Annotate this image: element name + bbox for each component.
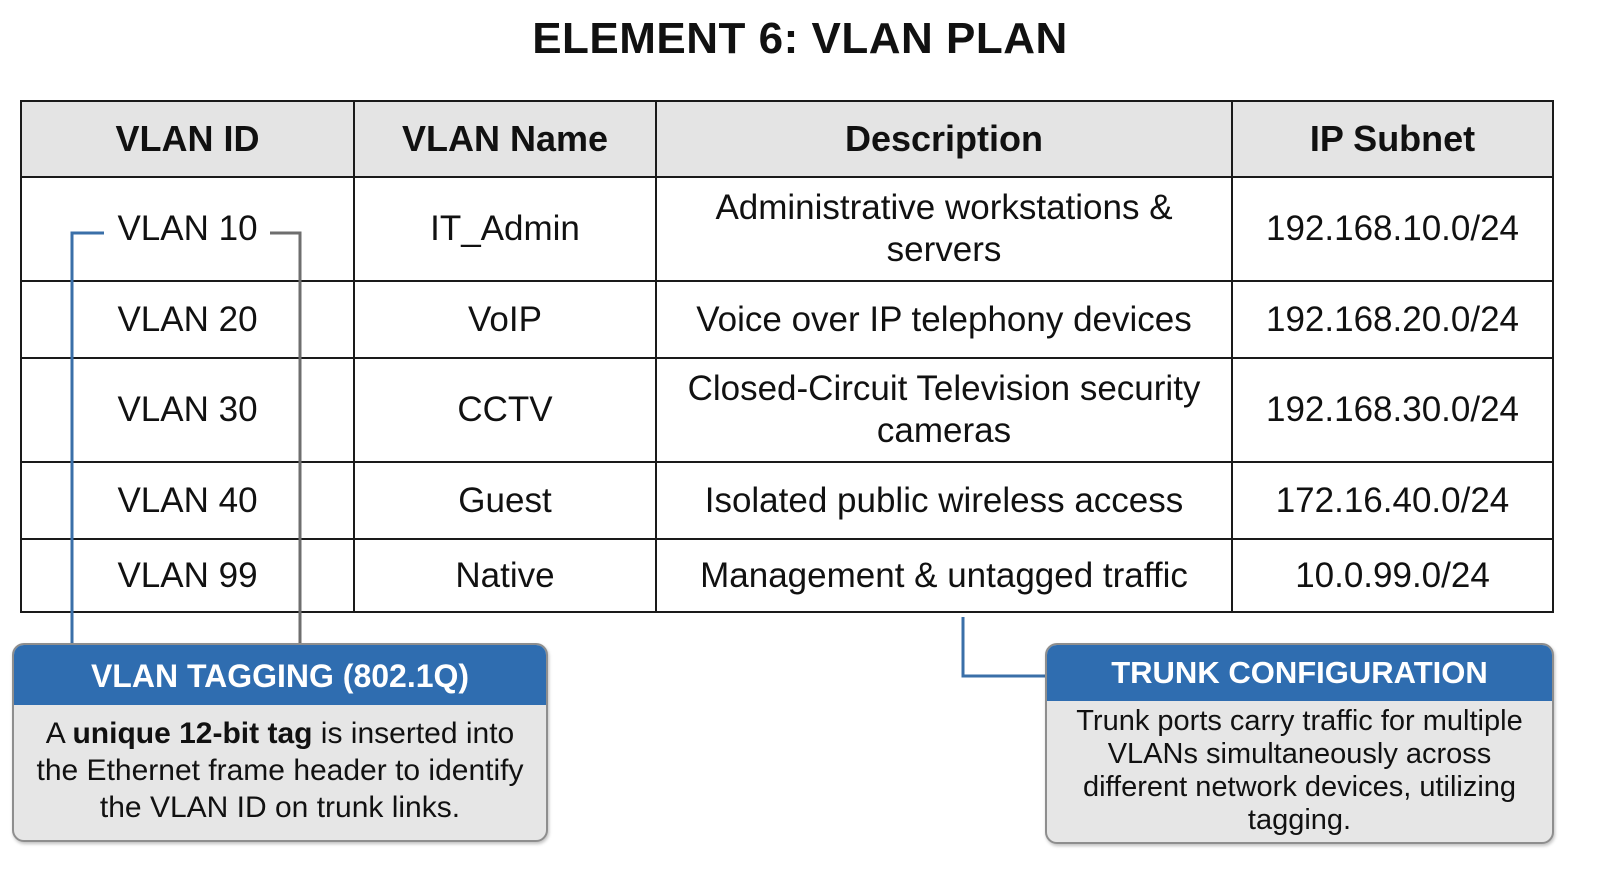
description-cell: Closed-Circuit Television security camer… <box>655 357 1233 463</box>
tagging-body-prefix: A <box>45 717 73 750</box>
ip-subnet-cell: 10.0.99.0/24 <box>1231 538 1554 613</box>
table-header-row: VLAN ID VLAN Name Description IP Subnet <box>20 100 1554 178</box>
vlan-plan-table: VLAN ID VLAN Name Description IP Subnet … <box>20 100 1554 613</box>
vlan-name-cell: VoIP <box>353 280 657 359</box>
ip-subnet-cell: 172.16.40.0/24 <box>1231 461 1554 540</box>
vlan-name-cell: CCTV <box>353 357 657 463</box>
vlan-name-cell: Native <box>353 538 657 613</box>
vlan-id-cell: VLAN 99 <box>20 538 355 613</box>
vlan-name-cell: IT_Admin <box>353 176 657 282</box>
description-cell: Management & untagged traffic <box>655 538 1233 613</box>
description-cell: Isolated public wireless access <box>655 461 1233 540</box>
ip-subnet-cell: 192.168.30.0/24 <box>1231 357 1554 463</box>
description-cell: Voice over IP telephony devices <box>655 280 1233 359</box>
ip-subnet-cell: 192.168.20.0/24 <box>1231 280 1554 359</box>
vlan-id-cell: VLAN 20 <box>20 280 355 359</box>
vlan-id-cell: VLAN 30 <box>20 357 355 463</box>
vlan-id-cell: VLAN 10 <box>20 176 355 282</box>
tagging-body-suffix: is inserted into the Ethernet frame head… <box>36 717 524 824</box>
ip-subnet-cell: 192.168.10.0/24 <box>1231 176 1554 282</box>
vlan-name-cell: Guest <box>353 461 657 540</box>
table-row: VLAN 99 Native Management & untagged tra… <box>20 538 1554 613</box>
trunk-configuration-callout-title: TRUNK CONFIGURATION <box>1047 645 1552 701</box>
table-row: VLAN 40 Guest Isolated public wireless a… <box>20 461 1554 540</box>
description-cell: Administrative workstations & servers <box>655 176 1233 282</box>
vlan-tagging-callout-body: A unique 12-bit tag is inserted into the… <box>14 705 546 826</box>
vlan-id-cell: VLAN 40 <box>20 461 355 540</box>
trunk-configuration-callout-body: Trunk ports carry traffic for multiple V… <box>1076 705 1523 836</box>
tagging-body-emphasis: unique 12-bit tag <box>72 717 313 750</box>
table-row: VLAN 10 IT_Admin Administrative workstat… <box>20 176 1554 282</box>
column-header-description: Description <box>655 100 1233 178</box>
page-title: ELEMENT 6: VLAN PLAN <box>532 14 1068 63</box>
trunk-connector <box>961 617 1045 678</box>
table-row: VLAN 30 CCTV Closed-Circuit Television s… <box>20 357 1554 463</box>
vlan-tagging-callout-title: VLAN TAGGING (802.1Q) <box>14 645 546 705</box>
table-row: VLAN 20 VoIP Voice over IP telephony dev… <box>20 280 1554 359</box>
column-header-vlan-id: VLAN ID <box>20 100 355 178</box>
column-header-vlan-name: VLAN Name <box>353 100 657 178</box>
column-header-ip-subnet: IP Subnet <box>1231 100 1554 178</box>
trunk-configuration-callout: TRUNK CONFIGURATION Trunk ports carry tr… <box>1045 643 1554 844</box>
vlan-tagging-callout: VLAN TAGGING (802.1Q) A unique 12-bit ta… <box>12 643 548 842</box>
